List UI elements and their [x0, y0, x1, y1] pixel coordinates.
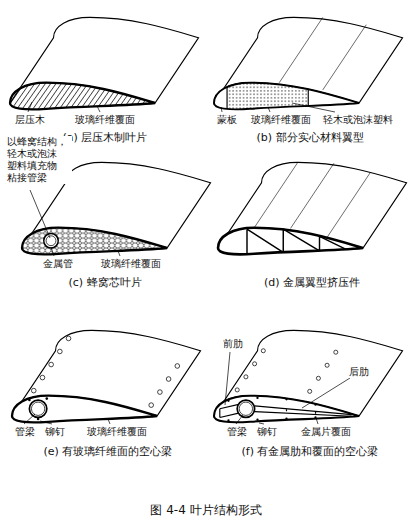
blade-e	[12, 330, 201, 422]
part-label: 管梁	[14, 426, 36, 438]
part-label: 管梁	[226, 426, 248, 438]
blade-b	[214, 17, 403, 117]
callout-note: 以蜂窝结构， 轻木或泡沫 塑料填充物 粘接管梁	[6, 136, 72, 184]
part-label: 玻璃纤维覆面	[86, 426, 148, 438]
part-label: 蒙板	[216, 114, 238, 126]
part-label: 前肋	[222, 338, 244, 350]
part-label: 玻璃纤维覆面	[100, 258, 162, 270]
part-label: 金属片覆面	[300, 426, 352, 438]
subfigure-caption: (d) 金属翼型挤压件	[263, 276, 361, 289]
subfigure-caption: (c) 蜂窝芯叶片	[67, 276, 142, 289]
subfigure-caption: (e) 有玻璃纤维面的空心梁	[43, 445, 174, 458]
part-label: 玻璃纤维覆面	[74, 114, 136, 126]
part-label: 铆钉	[256, 426, 278, 438]
blade-f	[214, 330, 403, 422]
part-label: 层压木	[14, 114, 46, 126]
blade-d	[218, 162, 407, 254]
part-label: 铆钉	[44, 426, 66, 438]
part-label: 金属管	[42, 258, 74, 270]
part-label: 后肋	[348, 366, 370, 378]
part-label: 玻璃纤维覆面	[250, 114, 312, 126]
figure-caption: 图 4-4 叶片结构形式	[149, 503, 262, 517]
subfigure-caption: (f) 有金属肋和覆面的空心梁	[241, 445, 380, 458]
part-label: 轻木或泡沫塑料	[322, 114, 394, 126]
blade-a	[10, 17, 199, 109]
subfigure-caption: (b) 部分实心材料翼型	[255, 131, 364, 144]
subfigure-caption: (a) 层压木制叶片	[62, 131, 149, 144]
